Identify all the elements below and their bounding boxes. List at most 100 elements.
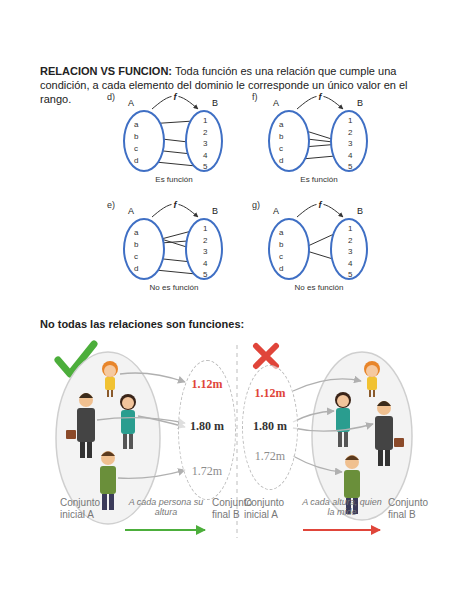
function-name: f <box>172 92 179 102</box>
set-label: 3 <box>203 247 207 256</box>
domain-element: a <box>279 120 283 129</box>
panel-caption: No es función <box>124 283 224 292</box>
people-set <box>312 352 412 520</box>
range-element: 1 <box>203 116 207 125</box>
set-label: A <box>273 98 279 108</box>
set-label: 1 <box>348 116 352 125</box>
set-caption: Conjunto inicial A <box>244 497 298 520</box>
range-element: 2 <box>348 128 352 137</box>
range-element: 4 <box>203 259 207 268</box>
set-label: 1 <box>203 224 207 233</box>
intro-paragraph: RELACION VS FUNCION:Toda función es una … <box>40 64 440 106</box>
set-label: 5 <box>348 270 352 279</box>
range-element: 5 <box>348 270 352 279</box>
set-label: b <box>134 132 138 141</box>
set-caption: A cada altura, quien la mide <box>302 497 382 518</box>
range-set: B12345 <box>185 218 223 280</box>
set-label: a <box>279 228 283 237</box>
height-value: 1.80 m <box>179 419 235 433</box>
set-label: a <box>134 228 138 237</box>
function-name: f <box>317 92 324 102</box>
panel-caption: Es función <box>124 175 224 184</box>
set-label: 4 <box>348 259 352 268</box>
range-element: 4 <box>203 151 207 160</box>
panel-letter: f) <box>252 92 258 102</box>
woman-figure <box>120 394 136 449</box>
panel-letter: d) <box>107 92 115 102</box>
title: RELACION VS FUNCION: <box>40 65 172 77</box>
function-name: f <box>317 200 324 210</box>
set-label: 1 <box>203 116 207 125</box>
heights-set: 1.12m1.80 m1.72m <box>242 365 298 490</box>
domain-element: b <box>134 240 138 249</box>
set-label: 2 <box>348 128 352 137</box>
range-element: 3 <box>348 247 352 256</box>
set-label: a <box>279 120 283 129</box>
set-label: A <box>128 98 134 108</box>
set-label: 4 <box>203 259 207 268</box>
set-label: b <box>134 240 138 249</box>
range-element: 5 <box>203 162 207 171</box>
set-label: c <box>134 144 138 153</box>
set-label: 5 <box>203 162 207 171</box>
height-value: 1.80 m <box>243 419 297 433</box>
set-label: B <box>357 98 363 108</box>
set-label: 4 <box>203 151 207 160</box>
set-label: d <box>134 156 138 165</box>
set-caption: Conjunto final B <box>388 497 438 520</box>
set-label: 3 <box>203 139 207 148</box>
girl-figure <box>364 361 380 397</box>
range-element: 4 <box>348 151 352 160</box>
set-label: b <box>279 240 283 249</box>
range-element: 2 <box>348 236 352 245</box>
girl-figure <box>102 361 118 397</box>
man-green-figure <box>100 451 116 510</box>
set-label: B <box>212 98 218 108</box>
domain-element: c <box>134 252 138 261</box>
domain-set: Aabcd <box>268 110 310 172</box>
domain-element: a <box>134 120 138 129</box>
set-label: 5 <box>348 162 352 171</box>
range-element: 5 <box>348 162 352 171</box>
set-label: B <box>357 206 363 216</box>
range-element: 2 <box>203 128 207 137</box>
height-value: 1.72m <box>179 464 235 478</box>
set-label: 2 <box>203 128 207 137</box>
set-label: 1 <box>348 224 352 233</box>
set-label: c <box>279 252 283 261</box>
domain-set: Aabcd <box>123 218 165 280</box>
domain-element: d <box>279 264 283 273</box>
man-suit-figure <box>375 401 404 466</box>
cross-mark <box>256 346 276 366</box>
range-element: 1 <box>203 224 207 233</box>
range-element: 3 <box>203 139 207 148</box>
set-label: 3 <box>348 139 352 148</box>
set-caption: A cada persona su altura <box>124 497 208 518</box>
set-label: d <box>134 264 138 273</box>
range-element: 2 <box>203 236 207 245</box>
set-label: 3 <box>348 247 352 256</box>
range-element: 1 <box>348 224 352 233</box>
range-element: 3 <box>348 139 352 148</box>
set-label: A <box>273 206 279 216</box>
domain-element: a <box>134 228 138 237</box>
domain-element: a <box>279 228 283 237</box>
range-set: B12345 <box>330 110 368 172</box>
panel-letter: e) <box>107 200 115 210</box>
set-label: 2 <box>203 236 207 245</box>
height-value: 1.12m <box>243 386 297 400</box>
range-element: 5 <box>203 270 207 279</box>
woman-figure <box>335 392 351 447</box>
range-element: 3 <box>203 247 207 256</box>
set-label: c <box>134 252 138 261</box>
domain-element: d <box>134 156 138 165</box>
set-label: d <box>279 264 283 273</box>
domain-element: c <box>279 144 283 153</box>
domain-set: Aabcd <box>123 110 165 172</box>
heights-set: 1.12m1.80 m1.72m <box>178 360 236 500</box>
set-label: 4 <box>348 151 352 160</box>
range-element: 1 <box>348 116 352 125</box>
